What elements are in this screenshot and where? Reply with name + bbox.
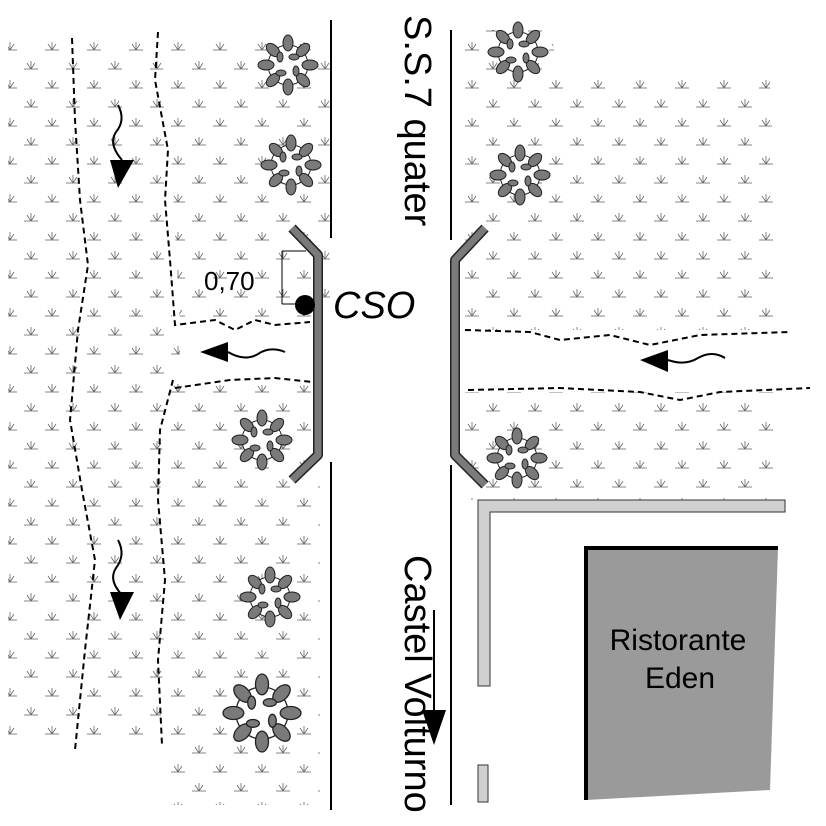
cso-label: CSO: [333, 285, 415, 327]
drainage-channels: [68, 31, 811, 751]
road-edges: [330, 20, 452, 810]
building-footprint: [586, 548, 778, 800]
building-label-line-2: Eden: [645, 662, 715, 695]
bridge-walls: [288, 224, 489, 489]
sidewalk: [477, 499, 786, 803]
cso-point-icon: [295, 295, 315, 315]
depth-label: 0,70: [204, 266, 255, 296]
marsh-vegetation-symbol: [8, 30, 780, 805]
road-label-castel-volturno: Castel Volturno: [396, 555, 438, 813]
road-label-ss7: S.S.7 quater: [396, 15, 438, 227]
building-label-line-1: Ristorante: [610, 624, 747, 657]
building-outline: [584, 546, 778, 800]
flow-arrow-icon: [110, 104, 726, 745]
